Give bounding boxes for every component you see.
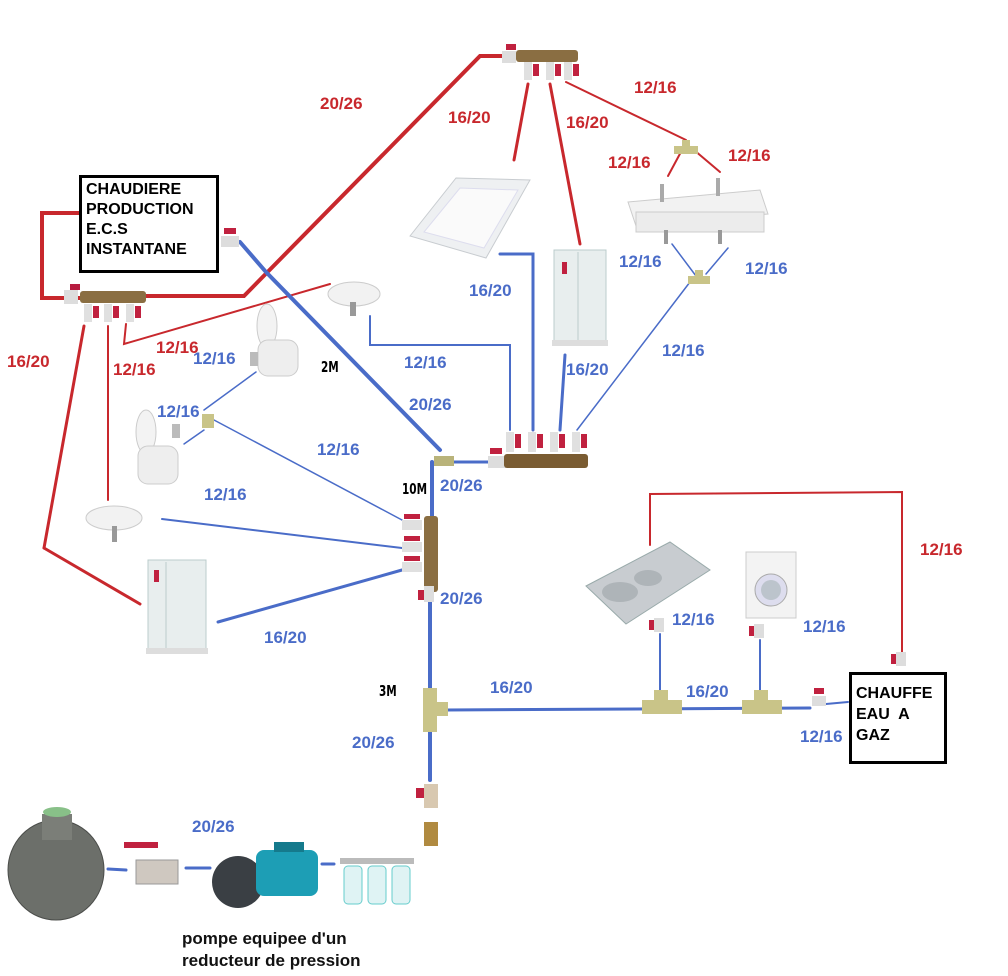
pipe-label-hot: 12/16 — [634, 78, 677, 97]
distance-label: 10M — [402, 480, 428, 498]
rainwater-tank-icon — [7, 807, 105, 921]
pipe-label-cold: 20/26 — [409, 395, 452, 414]
pipe-label-cold: 16/20 — [566, 360, 609, 379]
cold-shower2-line — [216, 568, 404, 624]
hot-pipes — [40, 54, 903, 653]
pipe-label-cold: 12/16 — [157, 402, 200, 421]
pipe-label-hot: 16/20 — [566, 113, 609, 132]
vanity-tees — [674, 140, 710, 284]
toilet-icon — [250, 303, 299, 377]
toilet-icon — [135, 409, 180, 485]
pipe-label-cold: 20/26 — [440, 589, 483, 608]
cold-vanity-line — [576, 281, 691, 431]
pipe-label-hot: 12/16 — [113, 360, 156, 379]
hot-basin-line — [122, 283, 331, 346]
boiler-line: PRODUCTION — [86, 201, 194, 218]
pipe-label-cold: 12/16 — [204, 485, 247, 504]
cold-vertical-manifold — [402, 514, 438, 602]
pipe-label-hot: 20/26 — [320, 94, 363, 113]
pipe-label-cold: 12/16 — [803, 617, 846, 636]
boiler-manifold — [64, 284, 146, 322]
pipe-label-cold: 12/16 — [193, 349, 236, 368]
cold-upper-manifold — [434, 432, 588, 468]
shower-cabin-icon — [552, 249, 608, 346]
hot-kitchen-loop — [649, 490, 903, 653]
cold-pump-link-1 — [106, 867, 128, 872]
pipe-label-cold: 16/20 — [264, 628, 307, 647]
cold-vanity-right — [705, 247, 729, 275]
hot-vanity-right — [693, 149, 721, 173]
wash-basin-icon — [327, 281, 381, 316]
distance-label: 3M — [379, 682, 397, 700]
pipe-label-cold: 20/26 — [440, 476, 483, 495]
cold-vanity-left — [671, 243, 697, 277]
hand-basin-icon — [85, 505, 143, 542]
cold-wc2-line — [183, 429, 205, 445]
hot-bath-line — [512, 82, 530, 162]
cold-bath-line — [498, 252, 535, 432]
shower-cabin-icon — [146, 559, 208, 654]
pipe-label-cold: 20/26 — [192, 817, 235, 836]
ball-valve-icon — [124, 842, 179, 885]
cold-wc1-line — [203, 371, 257, 411]
pipe-label-hot: 12/16 — [156, 338, 199, 357]
pipe-label-cold: 12/16 — [404, 353, 447, 372]
cold-heater-line — [825, 701, 849, 705]
pipe-label-hot: 12/16 — [728, 146, 771, 165]
double-vanity-icon — [627, 178, 769, 244]
boiler-line: INSTANTANE — [86, 241, 187, 258]
pipe-label-cold: 16/20 — [686, 682, 729, 701]
wc-tee — [202, 414, 214, 428]
filter-set-icon — [340, 858, 414, 905]
cold-riser-line — [238, 240, 442, 452]
gas-heater-line: GAZ — [856, 727, 890, 744]
boiler-line: E.C.S — [86, 221, 128, 238]
pump-caption: pompe equipee d'un reducteur de pression — [182, 928, 361, 972]
pump-caption-line: pompe equipee d'un — [182, 929, 347, 948]
main-inlet-valve — [416, 784, 438, 846]
cold-pipes — [106, 240, 849, 872]
kitchen-sink-icon — [585, 541, 711, 625]
pipe-label-cold: 20/26 — [352, 733, 395, 752]
hot-main-line — [40, 211, 84, 300]
main-tee-fitting — [423, 688, 448, 732]
pipe-label-hot: 16/20 — [448, 108, 491, 127]
hot-vanity-left — [667, 149, 683, 177]
pipe-label-hot: 12/16 — [920, 540, 963, 559]
pipe-label-cold: 12/16 — [317, 440, 360, 459]
pipe-label-cold: 12/16 — [800, 727, 843, 746]
hot-main-to-upper-manifold — [144, 54, 512, 298]
gas-heater-box: CHAUFFE EAU A GAZ — [849, 672, 947, 764]
pipe-label-cold: 12/16 — [745, 259, 788, 278]
hot-shower-line — [548, 82, 582, 246]
gas-heater-line: CHAUFFE — [856, 685, 933, 702]
hot-vanity-line — [565, 81, 687, 141]
cold-shower-line — [558, 353, 567, 432]
pump-icon — [212, 842, 318, 908]
upper-hot-manifold — [502, 44, 579, 80]
branch-tees — [642, 618, 906, 714]
hot-shower2-link — [42, 546, 142, 606]
pipe-label-cold: 12/16 — [662, 341, 705, 360]
boiler-box: CHAUDIERE PRODUCTION E.C.S INSTANTANE — [79, 175, 219, 273]
pipe-label-cold: 16/20 — [490, 678, 533, 697]
pipe-label-cold: 16/20 — [469, 281, 512, 300]
washing-machine-icon — [745, 551, 797, 619]
pipe-label-cold: 12/16 — [672, 610, 715, 629]
pipe-label-cold: 12/16 — [619, 252, 662, 271]
pipe-label-hot: 12/16 — [608, 153, 651, 172]
cold-basin-line — [369, 315, 511, 431]
bathtub-icon — [409, 177, 531, 259]
hot-shower2-line — [42, 324, 86, 550]
pump-caption-line: reducteur de pression — [182, 951, 361, 970]
distance-label: 2M — [321, 358, 339, 376]
boiler-cold-valve — [221, 228, 239, 247]
pipe-label-hot: 16/20 — [7, 352, 50, 371]
boiler-line: CHAUDIERE — [86, 181, 182, 198]
gas-heater-line: EAU A — [856, 706, 910, 723]
cold-wc-feed — [213, 419, 403, 521]
cold-handbasin-line — [161, 518, 403, 549]
